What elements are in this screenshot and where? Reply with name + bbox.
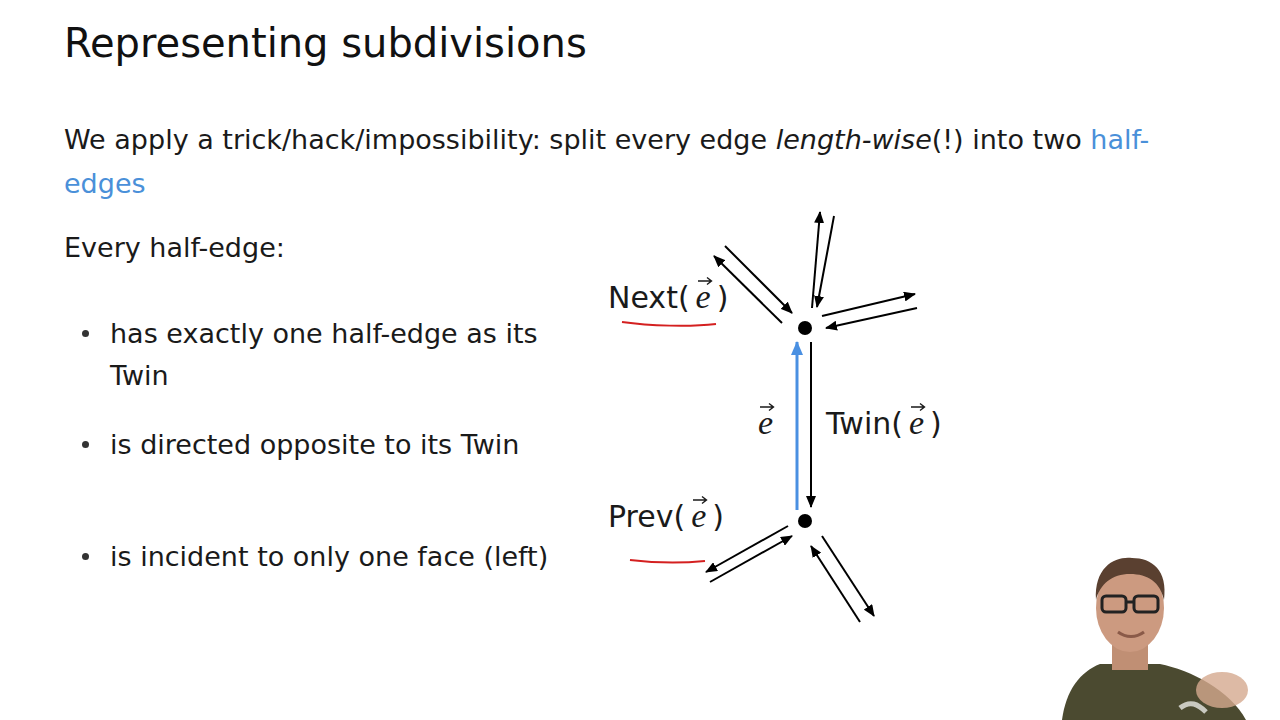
bullet-text: is directed opposite to its Twin	[110, 429, 519, 460]
math-text: )	[930, 406, 942, 441]
math-text: Next(	[608, 280, 690, 315]
slide-title: Representing subdivisions	[64, 20, 587, 66]
presenter-figure	[1062, 558, 1248, 720]
bullet-item: is directed opposite to its Twin	[110, 424, 580, 466]
vertex-dot	[798, 321, 812, 335]
math-label: e	[752, 404, 779, 442]
list-heading-text: Every half-edge:	[64, 232, 285, 263]
vector-arrow	[759, 402, 775, 412]
red-underline	[622, 322, 716, 326]
vector-symbol: e	[758, 404, 773, 442]
red-underline	[630, 560, 705, 562]
intro-paragraph: We apply a trick/hack/impossibility: spl…	[64, 118, 1164, 206]
half-edges	[706, 212, 917, 622]
intro-text: We apply a trick/hack/impossibility: spl…	[64, 124, 767, 155]
bullet-dot	[82, 330, 89, 337]
intro-text: (!) into two	[932, 124, 1082, 155]
bullet-dot	[82, 553, 89, 560]
intro-emphasis: length-wise	[776, 124, 932, 155]
math-text: )	[712, 499, 724, 534]
math-label: Next(e)	[608, 278, 728, 316]
vector-symbol: e	[696, 278, 711, 316]
bullet-dot	[82, 441, 89, 448]
vertex-dot	[798, 514, 812, 528]
vector-symbol: e	[909, 404, 924, 442]
bullet-text: has exactly one half-edge as its Twin	[110, 318, 538, 391]
bullet-item: has exactly one half-edge as its Twin	[110, 313, 580, 397]
bullet-item: is incident to only one face (left)	[110, 536, 580, 578]
math-text: Prev(	[608, 499, 685, 534]
vector-arrow	[692, 495, 708, 505]
math-label: Prev(e)	[608, 497, 724, 535]
math-text: Twin(	[826, 406, 903, 441]
bullet-text: is incident to only one face (left)	[110, 541, 548, 572]
vector-arrow	[697, 276, 713, 286]
vector-arrow	[910, 402, 926, 412]
blue-half-edge	[796, 342, 799, 510]
math-label: Twin(e)	[826, 404, 942, 442]
math-text: )	[717, 280, 729, 315]
vector-symbol: e	[691, 497, 706, 535]
list-heading: Every half-edge:	[64, 232, 285, 263]
